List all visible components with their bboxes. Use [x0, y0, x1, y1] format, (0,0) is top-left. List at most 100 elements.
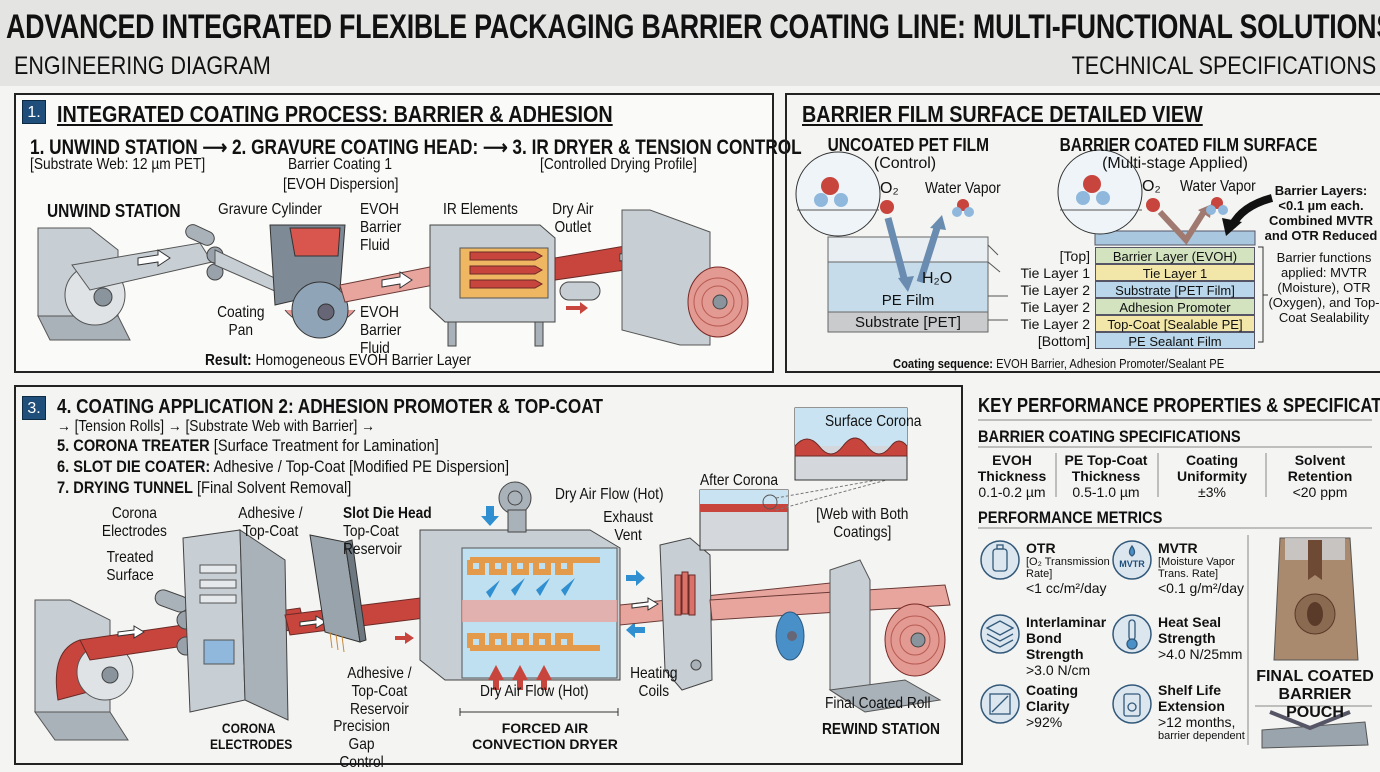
water-vapor-label-coated: Water Vapor: [1180, 178, 1256, 195]
topcoat-reservoir-label: Top-Coat Reservoir: [343, 523, 402, 558]
uncoated-film-illustration: [795, 151, 1008, 333]
main-title: ADVANCED INTEGRATED FLEXIBLE PACKAGING B…: [6, 8, 1380, 46]
film-layer: PE Sealant Film: [1095, 332, 1255, 349]
ir-dryer: [429, 224, 601, 347]
thermometer-icon: [1112, 614, 1152, 654]
coffee-pouch-illustration: [1273, 537, 1359, 661]
film-layer: Top-Coat [Sealable PE]: [1095, 315, 1255, 332]
film-layer: Substrate [PET Film]: [1095, 281, 1255, 298]
metric-item: MVTR[Moisture Vapor Trans. Rate]<0.1 g/m…: [1158, 540, 1248, 596]
metric-item: Shelf Life Extension>12 months,barrier d…: [1158, 682, 1248, 742]
process-steps: 1. UNWIND STATION ⟶ 2. GRAVURE COATING H…: [30, 136, 802, 159]
heating-coils-label: Heating Coils: [630, 665, 678, 700]
corona-station-2: [659, 537, 713, 691]
water-drop-icon: [1112, 540, 1152, 580]
oxygen-bottle-icon: [980, 540, 1020, 580]
metric-name: Interlaminar Bond Strength: [1026, 614, 1107, 662]
panel3-unwind-stand: [34, 599, 134, 741]
corona-caption: CORONA ELECTRODES: [210, 720, 293, 752]
coated-title: BARRIER COATED FILM SURFACE: [1059, 135, 1318, 155]
gravure-coating-head: [269, 224, 356, 339]
mvtr-icon-text: MVTR: [1119, 559, 1145, 569]
pe-film-label: PE Film: [881, 292, 935, 309]
left-subtitle: ENGINEERING DIAGRAM: [14, 52, 271, 80]
exhaust-vent-label: Exhaust Vent: [603, 509, 653, 544]
precision-gap-label: Precision Gap Control: [333, 718, 390, 771]
film-layer: Barrier Layer (EVOH): [1095, 247, 1255, 264]
pouch-icon: [1112, 684, 1152, 724]
tension-rolls: [185, 224, 224, 281]
after-corona-inset: [699, 474, 906, 551]
metric-name: Coating Clarity: [1026, 682, 1079, 714]
surface-corona-label: Surface Corona: [825, 413, 922, 430]
oxygen-path-arrow: [884, 217, 909, 283]
layer-side-label: Tie Layer 1: [1020, 265, 1090, 281]
right-subtitle: TECHNICAL SPECIFICATIONS: [1071, 52, 1376, 80]
corona-step: 5. CORONA TREATER [Surface Treatment for…: [57, 436, 439, 455]
water-vapor-label: Water Vapor: [925, 180, 1001, 197]
spec-name: PE Top-Coat Thickness: [1064, 452, 1148, 484]
illustrations: MVTR: [34, 149, 1372, 749]
layer-side-label: [Bottom]: [1037, 333, 1090, 349]
header: ADVANCED INTEGRATED FLEXIBLE PACKAGING B…: [0, 0, 1380, 86]
evoh-fluid-bottom-label: EVOH Barrier Fluid: [360, 304, 402, 357]
uncoated-title: UNCOATED PET FILM: [827, 135, 989, 155]
spec-value: 0.1-0.2 µm: [978, 484, 1046, 500]
corona-electrodes-label: Corona Electrodes: [101, 505, 167, 540]
metric-name: Heat Seal Strength: [1158, 614, 1222, 646]
dryer-caption: FORCED AIR CONVECTION DRYER: [472, 720, 618, 752]
barrier-note: Barrier Layers: <0.1 µm each. Combined M…: [1264, 183, 1378, 243]
unwind-station-stand: [37, 227, 131, 341]
metrics-heading: PERFORMANCE METRICS: [978, 508, 1163, 527]
panel2-title: BARRIER FILM SURFACE DETAILED VIEW: [802, 101, 1203, 127]
forced-air-dryer: [419, 481, 621, 716]
web-direction-arrow: [137, 249, 171, 267]
rewind-station-stand: [828, 559, 946, 713]
gravure-label: Gravure Cylinder: [218, 201, 323, 218]
drying-label: [Controlled Drying Profile]: [540, 156, 697, 173]
metric-name: MVTR: [1158, 540, 1198, 556]
substrate-pet-label: Substrate [PET]: [855, 314, 961, 331]
slot-die-head-label: Slot Die Head: [343, 505, 432, 522]
film-layer: Tie Layer 1: [1095, 264, 1255, 281]
reflected-arrow: [1157, 208, 1208, 245]
film-layer: Adhesion Promoter: [1095, 298, 1255, 315]
after-corona-label: After Corona: [700, 472, 779, 489]
spec-name: Solvent Retention: [1287, 452, 1353, 484]
metric-item: Heat Seal Strength>4.0 N/25mm: [1158, 614, 1248, 662]
o2-label: O₂: [880, 180, 899, 197]
panel1-title: INTEGRATED COATING PROCESS: BARRIER & AD…: [57, 101, 613, 127]
o2-label-coated: O₂: [1142, 178, 1161, 195]
coated-sub: (Multi-stage Applied): [1102, 155, 1248, 172]
h2o-label: H₂O: [922, 270, 953, 287]
uncoated-sub: (Control): [873, 155, 937, 172]
section-badge: 1.: [22, 100, 46, 124]
spec-item: Coating Uniformity±3%: [1160, 452, 1264, 500]
metric-value: <1 cc/m²/day: [1026, 580, 1107, 596]
web-both-label: [Web with Both Coatings]: [816, 506, 909, 541]
evoh-fluid-top-label: EVOH Barrier Fluid: [360, 201, 402, 254]
ir-elements-label: IR Elements: [443, 201, 518, 218]
metric-item: Interlaminar Bond Strength>3.0 N/cm: [1026, 614, 1116, 678]
coating1-label: Barrier Coating 1: [288, 156, 393, 173]
substrate-label: [Substrate Web: 12 µm PET]: [30, 156, 206, 173]
metric-item: OTR[O₂ Transmission Rate]<1 cc/m²/day: [1026, 540, 1116, 596]
unwind-label: UNWIND STATION: [47, 201, 181, 221]
adhesive-topcoat-label: Adhesive / Top-Coat: [238, 505, 303, 540]
metric-value: >3.0 N/cm: [1026, 662, 1091, 678]
pouch-base-illustration: [1261, 710, 1369, 749]
section-badge-3: 3.: [22, 396, 46, 420]
metric-desc: [O₂ Transmission Rate]: [1026, 556, 1110, 580]
slot-die-step: 6. SLOT DIE COATER: Adhesive / Top-Coat …: [57, 457, 510, 476]
metric-desc: [Moisture Vapor Trans. Rate]: [1158, 556, 1235, 580]
dry-air-bottom-label: Dry Air Flow (Hot): [480, 683, 589, 700]
metric-value: >92%: [1026, 714, 1063, 730]
spec-name: EVOH Thickness: [977, 452, 1047, 484]
dry-air-top-label: Dry Air Flow (Hot): [555, 486, 664, 503]
spec-value: ±3%: [1198, 484, 1226, 500]
surface-corona-inset: [794, 407, 908, 481]
metric-item: Coating Clarity>92%: [1026, 682, 1116, 730]
coating-pan-label: Coating Pan: [217, 304, 265, 339]
